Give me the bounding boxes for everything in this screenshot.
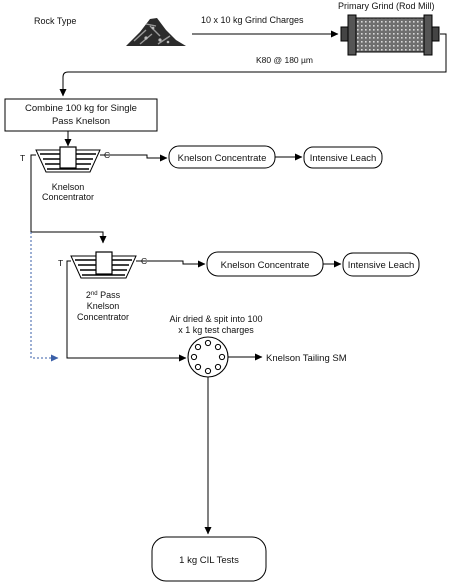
second-pass-label-line3: Concentrator [77,312,129,322]
intensive-leach-1-box [303,146,383,169]
knelson-concentrator-2-icon [70,251,137,279]
rotary-splitter-icon [187,336,229,378]
tails-label-2: T [58,258,63,268]
knelson-concentrate-1-label: Knelson Concentrate [178,153,267,164]
knelson-concentrator-1-label-line1: Knelson [52,182,85,192]
k80-label: K80 @ 180 µm [256,55,313,65]
tails1-line [30,154,36,232]
tails-label-1: T [20,153,25,163]
tails1-to-second-pass-arrow [31,231,107,244]
combine-label-line2: Pass Knelson [52,116,110,127]
knelson-tailing-label: Knelson Tailing SM [266,353,347,364]
knelson-concentrate-2-label: Knelson Concentrate [221,260,310,271]
conc2-to-concentrate-arrow [136,260,206,268]
cil-tests-label: 1 kg CIL Tests [179,555,239,566]
rod-mill-icon [340,14,440,56]
second-pass-word: Pass [98,290,121,300]
rock-pile-icon [126,18,186,46]
conc1-to-concentrate-arrow [100,154,168,162]
knelson-concentrator-1-label-line2: Concentrator [42,192,94,202]
primary-grind-label: Primary Grind (Rod Mill) [338,1,435,11]
second-pass-label-line1: 2nd Pass [86,290,121,300]
intensive-leach-2-label: Intensive Leach [348,260,415,271]
air-dried-label-line1: Air dried & spit into 100 [169,314,262,324]
tails1-bypass-dashed-line [30,232,59,362]
cil-tests-box [151,536,267,582]
knelson-concentrator-1-icon [35,146,101,173]
tails2-to-splitter-arrow [66,260,187,362]
combine-box [4,98,158,132]
rock-type-label: Rock Type [34,16,76,26]
grind-charges-label: 10 x 10 kg Grind Charges [201,15,304,25]
combine-label-line1: Combine 100 kg for Single [25,103,137,114]
mill-discharge-line [59,33,447,97]
air-dried-label-line2: x 1 kg test charges [178,325,254,335]
second-pass-superscript: nd [91,291,98,297]
intensive-leach-2-box [342,252,420,277]
intensive-leach-1-label: Intensive Leach [310,153,377,164]
second-pass-label-line2: Knelson [87,301,120,311]
second-pass-number: 2 [86,290,91,300]
